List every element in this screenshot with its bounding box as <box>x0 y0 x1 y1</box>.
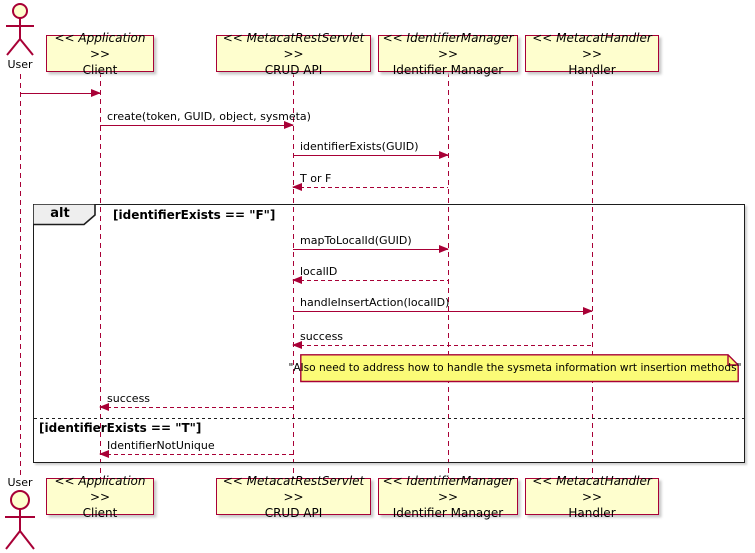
participant-identifier-manager-bottom: << IdentifierManager >> Identifier Manag… <box>378 474 518 520</box>
alt-fragment-frame: alt [identifierExists == "F"] [identifie… <box>33 204 745 463</box>
arrow-head-icon <box>583 306 593 315</box>
arrow-line <box>293 155 448 156</box>
participant-stereotype: << MetacatHandler >> <box>532 473 652 504</box>
arrow-line <box>293 280 448 281</box>
user-actor-icon-bottom <box>5 490 35 550</box>
message-label: T or F <box>300 172 332 185</box>
alt-condition-true: [identifierExists == "T"] <box>39 421 202 435</box>
arrow-head-icon <box>439 244 449 253</box>
arrow-head-icon <box>284 120 294 129</box>
participant-stereotype: << Application >> <box>54 30 146 61</box>
user-actor-label-bottom: User <box>7 476 33 489</box>
participant-stereotype: << Application >> <box>54 473 146 504</box>
arrow-head-icon <box>439 150 449 159</box>
participant-stereotype: << IdentifierManager >> <box>382 30 514 61</box>
alt-condition-false: [identifierExists == "F"] <box>113 208 276 222</box>
participant-client-bottom: << Application >> Client <box>46 474 154 520</box>
message-label: create(token, GUID, object, sysmeta) <box>107 110 311 123</box>
message-label: localID <box>300 265 338 278</box>
participant-stereotype: << IdentifierManager >> <box>382 473 514 504</box>
participant-name: Identifier Manager <box>392 62 504 77</box>
participant-name: Client <box>82 62 118 77</box>
lifeline-identifier-manager <box>448 72 449 478</box>
lifeline-client <box>100 72 101 478</box>
arrow-line <box>293 311 592 312</box>
note-sysmeta: "Also need to address how to handle the … <box>288 354 742 383</box>
alt-operator-label: alt <box>50 206 70 221</box>
arrow-line <box>20 93 100 94</box>
arrow-line <box>293 187 448 188</box>
arrow-line <box>100 407 293 408</box>
lifeline-crud-api <box>293 72 294 478</box>
participant-crud-api-top: << MetacatRestServlet >> CRUD API <box>216 31 371 77</box>
arrow-head-icon <box>292 182 302 191</box>
message-label: handleInsertAction(localID) <box>300 296 450 309</box>
else-divider <box>34 418 744 419</box>
participant-handler-top: << MetacatHandler >> Handler <box>525 31 659 77</box>
participant-stereotype: << MetacatHandler >> <box>532 30 652 61</box>
participant-name: Client <box>82 505 118 520</box>
participant-name: CRUD API <box>264 62 323 77</box>
participant-name: CRUD API <box>264 505 323 520</box>
alt-operator-pentagon-icon <box>33 204 96 226</box>
message-label: success <box>107 392 151 405</box>
arrow-line <box>100 454 293 455</box>
participant-stereotype: << MetacatRestServlet >> <box>222 30 365 61</box>
message-label: success <box>300 330 344 343</box>
participant-name: Handler <box>568 505 616 520</box>
lifeline-handler <box>592 72 593 478</box>
participant-handler-bottom: << MetacatHandler >> Handler <box>525 474 659 520</box>
lifeline-user <box>20 74 21 477</box>
participant-name: Handler <box>568 62 616 77</box>
user-actor-label-top: User <box>7 58 33 71</box>
note-text: "Also need to address how to handle the … <box>288 361 742 374</box>
arrow-line <box>293 249 448 250</box>
note-shape-icon <box>300 354 739 383</box>
participant-name: Identifier Manager <box>392 505 504 520</box>
participant-stereotype: << MetacatRestServlet >> <box>222 473 365 504</box>
message-label: identifierExists(GUID) <box>300 140 419 153</box>
arrow-line <box>293 345 592 346</box>
participant-crud-api-bottom: << MetacatRestServlet >> CRUD API <box>216 474 371 520</box>
arrow-head-icon <box>99 402 109 411</box>
user-actor-icon-top <box>6 3 34 56</box>
arrow-head-icon <box>292 340 302 349</box>
message-label: IdentifierNotUnique <box>107 439 215 452</box>
participant-identifier-manager-top: << IdentifierManager >> Identifier Manag… <box>378 31 518 77</box>
message-label: mapToLocalId(GUID) <box>300 234 412 247</box>
arrow-head-icon <box>99 449 109 458</box>
arrow-head-icon <box>292 275 302 284</box>
arrow-line <box>100 125 293 126</box>
participant-client-top: << Application >> Client <box>46 31 154 77</box>
arrow-head-icon <box>91 88 101 97</box>
